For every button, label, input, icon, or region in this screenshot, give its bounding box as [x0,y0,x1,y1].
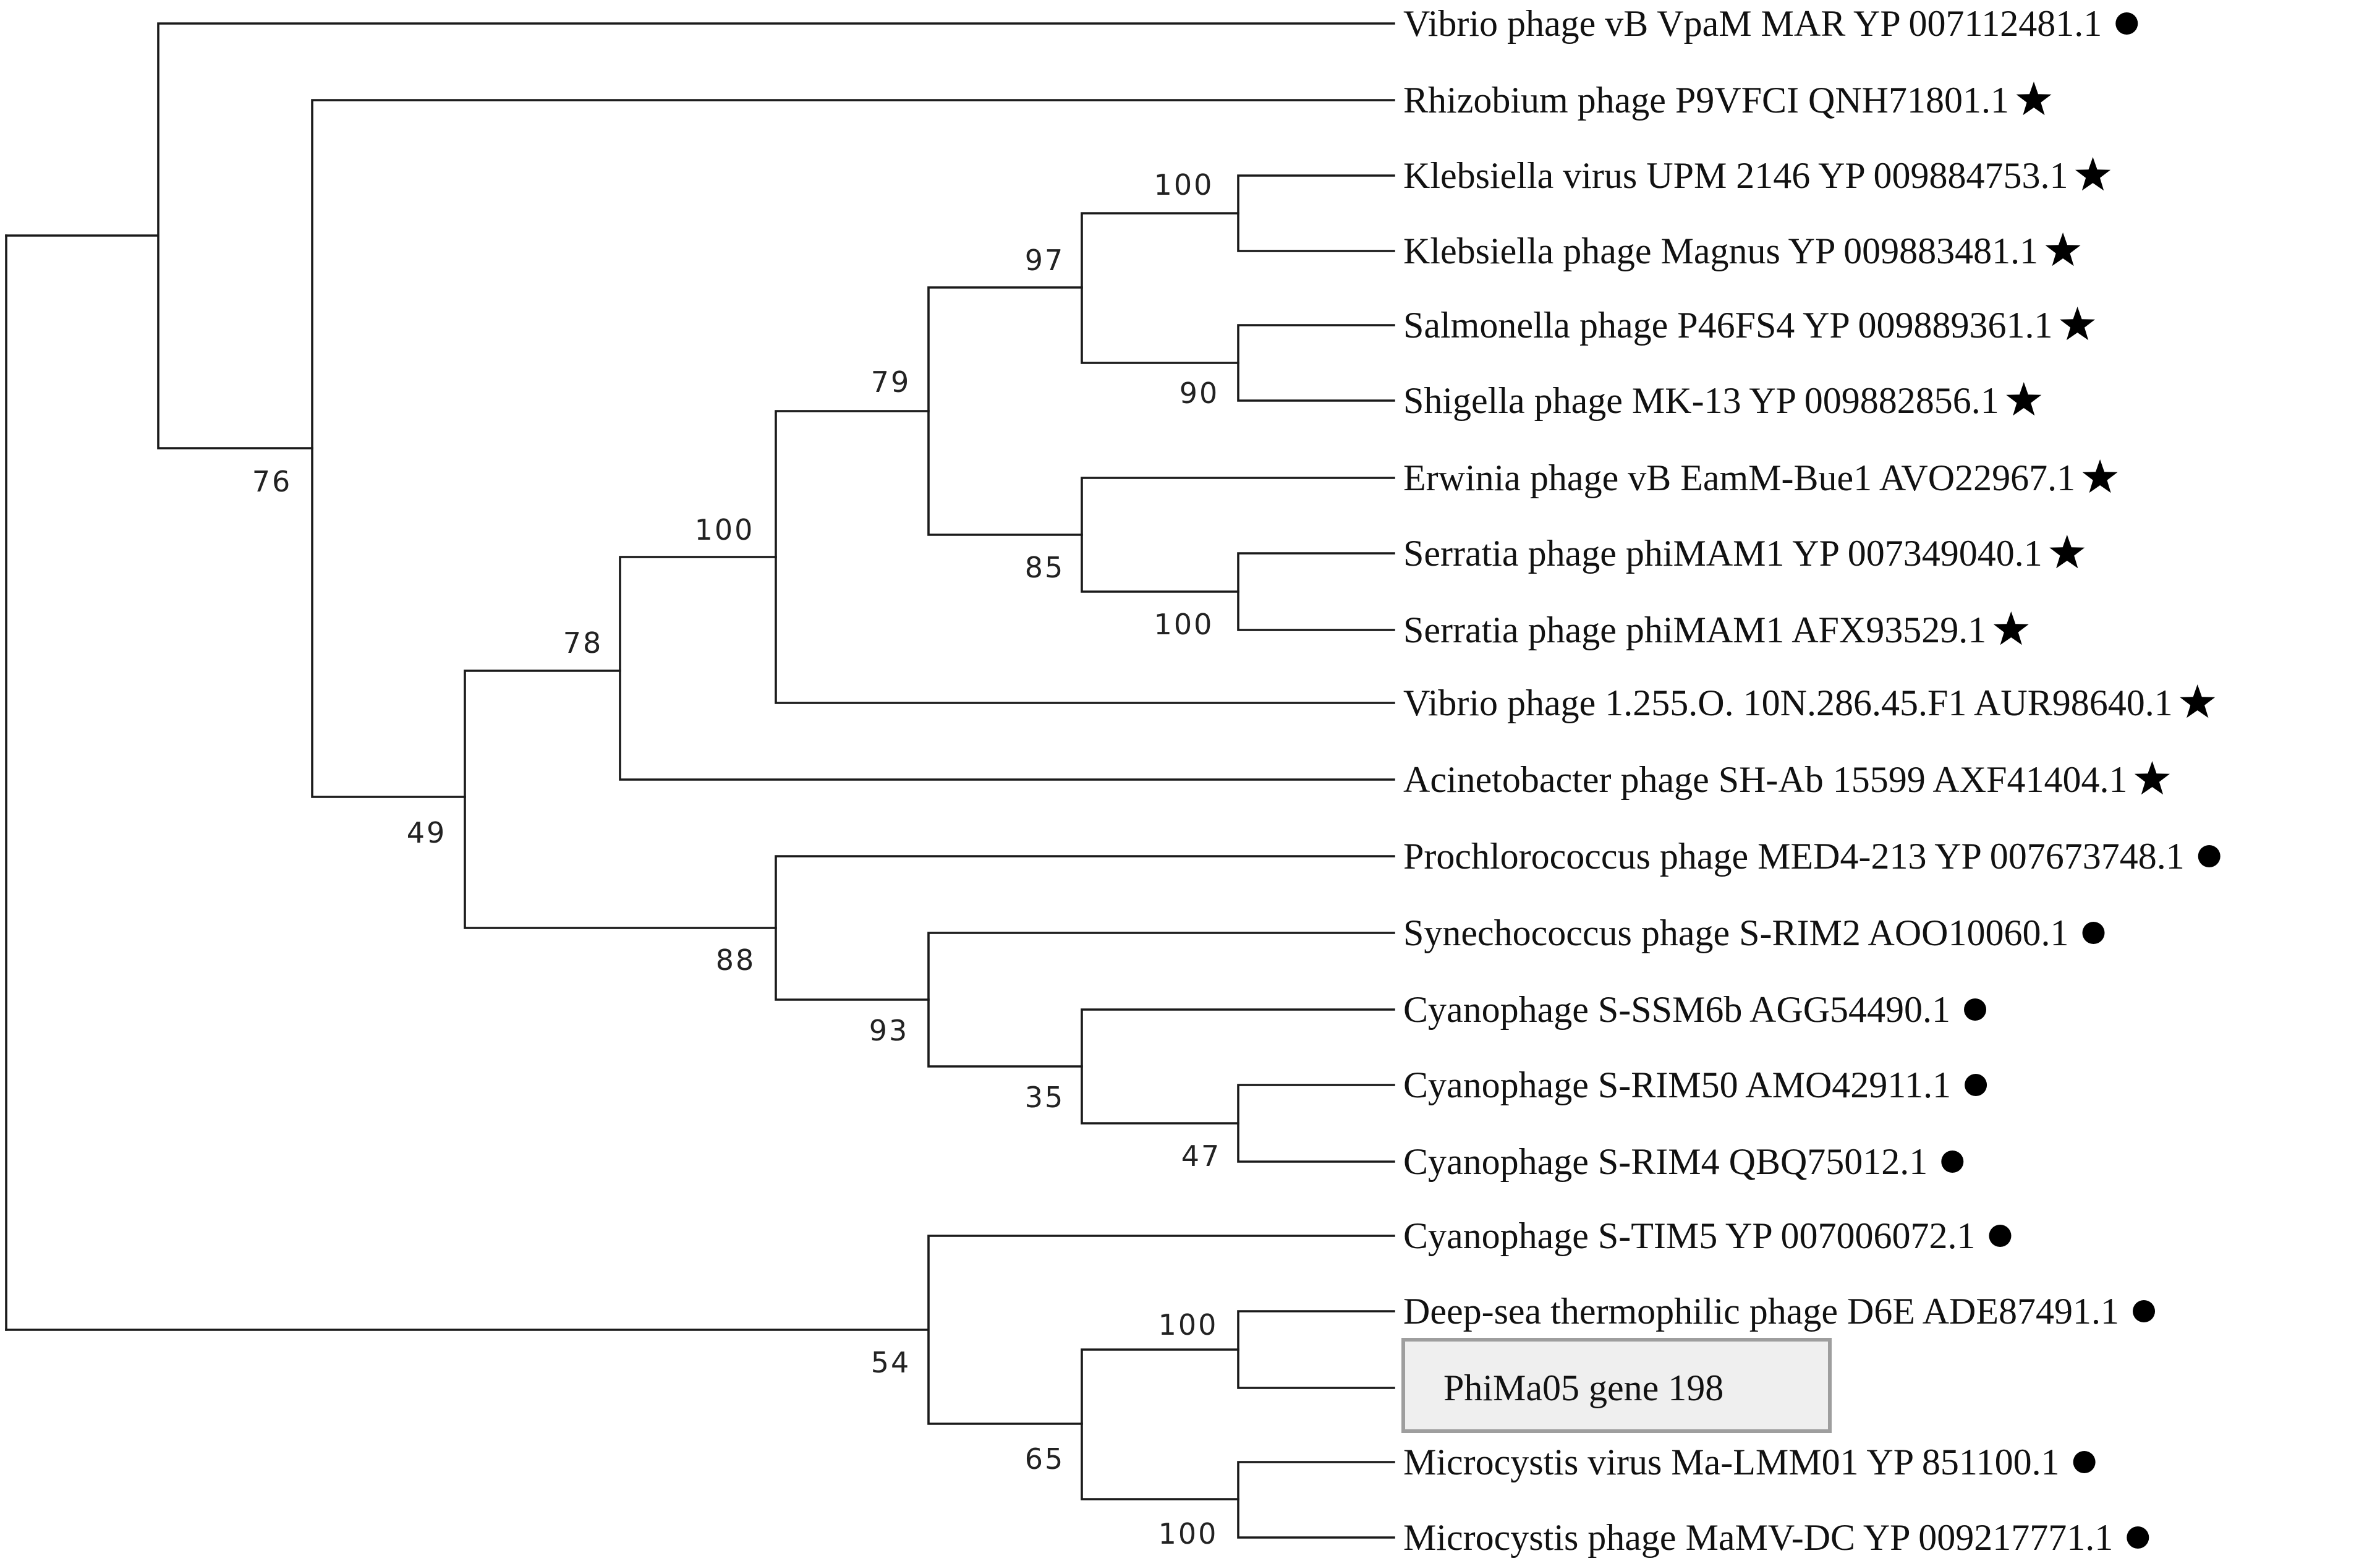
star-marker-icon [2016,82,2052,116]
leaf-label: Prochlorococcus phage MED4-213 YP 007673… [1403,836,2185,877]
support-label: 93 [869,1014,909,1047]
support-label: 90 [1179,376,1220,410]
circle-marker-icon [2115,12,2138,35]
branch-main-clade [464,670,777,929]
branch-klebsiella-salmonella-shigella [1081,212,1239,364]
branch-cyanophage-clade [775,855,1395,1001]
support-label: 97 [1025,244,1065,277]
leaf-label: Cyanophage S-RIM50 AMO42911.1 [1403,1065,1951,1105]
leaf-label: Serratia phage phiMAM1 YP 007349040.1 [1403,533,2042,574]
circle-marker-icon [1965,1074,1987,1096]
leaf-label: Microcystis virus Ma-LMM01 YP 851100.1 [1403,1442,2060,1482]
leaf-label: Rhizobium phage P9VFCI QNH71801.1 [1403,80,2009,121]
leaf-label: Cyanophage S-TIM5 YP 007006072.1 [1403,1215,1976,1256]
support-label: 54 [871,1346,911,1379]
star-marker-icon [2060,307,2096,341]
circle-marker-icon [2082,922,2105,944]
branch-microcystis-pair [1237,1461,1395,1539]
support-label: 88 [716,943,756,977]
support-label: 47 [1181,1139,1222,1173]
branch-vibrio-enterobacteria [775,410,1395,704]
support-label: 76 [252,465,292,498]
leaf-label: Vibrio phage vB VpaM MAR YP 007112481.1 [1403,3,2102,44]
leaf-label: Vibrio phage 1.255.O. 10N.286.45.F1 AUR9… [1403,683,2173,723]
support-label: 100 [1158,1517,1218,1550]
star-marker-icon [2049,535,2085,569]
branch-microcystis-group [1081,1348,1239,1500]
leaf-label: Cyanophage S-RIM4 QBQ75012.1 [1403,1141,1927,1182]
support-label: 79 [871,365,911,399]
leaf-labels: Vibrio phage vB VpaM MAR YP 007112481.1R… [1403,3,2221,1558]
leaf-label: Deep-sea thermophilic phage D6E ADE87491… [1403,1291,2119,1332]
leaf-label: Klebsiella phage Magnus YP 009883481.1 [1403,231,2038,271]
circle-marker-icon [1989,1225,2012,1247]
branch-d6e-phima05 [1237,1310,1395,1389]
branch-salmonella-shigella [1237,324,1395,402]
support-label: 100 [1154,168,1214,202]
leaf-label: Klebsiella virus UPM 2146 YP 009884753.1 [1403,155,2068,196]
star-marker-icon [2134,761,2170,795]
support-label: 100 [1154,608,1214,641]
highlighted-leaf-label: PhiMa05 gene 198 [1443,1367,1723,1408]
tree-branches [5,22,1395,1539]
support-label: 78 [563,626,603,660]
branch-klebsiella-pair [1237,174,1395,252]
leaf-label: Cyanophage S-SSM6b AGG54490.1 [1403,989,1950,1030]
circle-marker-icon [1941,1151,1964,1173]
branch-enterobacteria [927,286,1083,536]
leaf-label: Acinetobacter phage SH-Ab 15599 AXF41404… [1403,759,2127,800]
leaf-label: Shigella phage MK-13 YP 009882856.1 [1403,380,1999,421]
branch-acinetobacter-clade [619,556,1395,781]
branch-outgroup-clade [5,1235,1395,1425]
branch-erwinia-serratia [1081,477,1395,593]
star-marker-icon [2082,459,2118,493]
support-label: 49 [407,816,447,849]
star-marker-icon [2075,157,2111,191]
branch-rim50-rim4 [1237,1084,1395,1163]
branch-ssm6b-clade [1081,1008,1395,1125]
support-label: 85 [1025,551,1065,584]
leaf-label: Microcystis phage MaMV-DC YP 009217771.1 [1403,1517,2113,1558]
circle-marker-icon [1964,998,1987,1021]
branch-upper-clade [5,22,1395,449]
highlight-box [1401,1338,1832,1433]
support-label: 100 [1158,1308,1218,1342]
circle-marker-icon [2127,1526,2149,1549]
branch-serratia-pair [1237,552,1395,631]
star-marker-icon [2006,382,2042,416]
leaf-label: Synechococcus phage S-RIM2 AOO10060.1 [1403,912,2069,953]
branch-rhizobium-clade [311,99,1395,798]
star-marker-icon [2180,684,2216,718]
leaf-label: Erwinia phage vB EamM-Bue1 AVO22967.1 [1403,457,2075,498]
circle-marker-icon [2073,1451,2096,1473]
leaf-label: Serratia phage phiMAM1 AFX93529.1 [1403,610,1986,650]
support-values: 100 97 90 79 100 85 100 78 76 49 88 93 3… [252,168,1222,1550]
star-marker-icon [2045,232,2081,266]
star-marker-icon [1993,611,2029,645]
circle-marker-icon [2133,1300,2156,1322]
branch-synechococcus-clade [927,932,1395,1068]
leaf-label: Salmonella phage P46FS4 YP 009889361.1 [1403,305,2053,346]
circle-marker-icon [2198,845,2221,867]
support-label: 65 [1025,1442,1065,1476]
support-label: 100 [695,513,755,547]
support-label: 35 [1025,1081,1065,1114]
